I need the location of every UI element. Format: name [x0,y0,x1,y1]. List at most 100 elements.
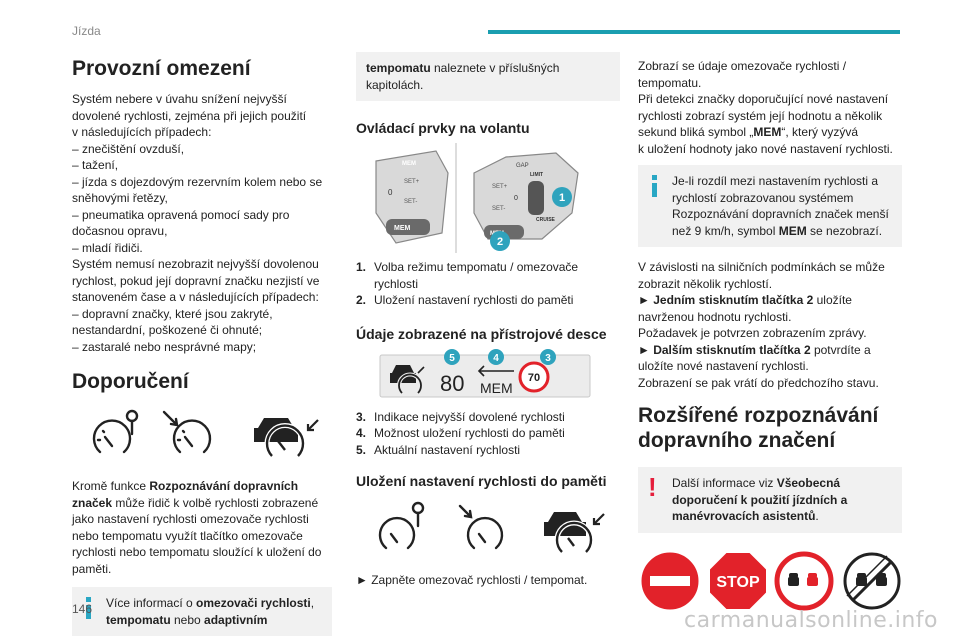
warning-icon: ! [648,472,657,502]
speedometer-arrow-icon [162,410,212,454]
svg-text:70: 70 [528,372,540,384]
list-item: 2.Uložení nastavení rychlosti do paměti [356,293,574,307]
limiter-stalk: MEM SET+ SET- 0 MEM [375,150,449,244]
watermark: carmanualsonline.info [684,608,938,633]
heading-store-speed: Uložení nastavení rychlosti do paměti [356,473,607,489]
step-1: ► Jedním stisknutím tlačítka 2 uložíte [638,293,852,307]
store-speed-icons [378,501,605,554]
text-line: v následujících případech: [72,125,212,139]
list-item: 4.Možnost uložení rychlosti do paměti [356,426,565,440]
text-line: sekund bliká symbol „MEM“, který vyzývá [638,125,859,139]
display-legend: 3.Indikace nejvyšší dovolené rychlosti 4… [356,409,620,459]
svg-text:3: 3 [545,353,551,364]
text-line: Zobrazí se údaje omezovače rychlosti / [638,59,847,73]
svg-text:4: 4 [493,353,499,364]
text-line: – znečištění ovzduší, [72,141,185,156]
controls-legend: 1.Volba režimu tempomatu / omezovače ryc… [356,259,620,309]
car-speedometer-icon [390,364,425,394]
no-overtaking-sign-icon [774,551,834,610]
text-line: rychlost, pokud její dopravní značku nez… [72,273,320,288]
text-line: tempomatu. [638,75,702,90]
stalk-label: MEM [394,225,411,232]
title-doporuceni: Doporučení [72,370,189,393]
text-line: – mladí řidiči. [72,240,143,255]
recommendation-icons [92,409,319,458]
text-line: rychlosti zobrazí systém její hodnotu a … [638,108,883,123]
text-line: Zobrazení se pak vrátí do předchozího st… [638,375,879,390]
text-line: – tažení, [72,158,119,172]
text-line: dočasnou opravu, [72,224,168,238]
instrument-display-figure: 80 MEM 70 5 4 3 [379,348,591,397]
callout-5: 5 [444,348,460,365]
heading-controls: Ovládací prvky na volantu [356,120,530,136]
stalk-label: LIMIT [530,172,543,178]
text-line: zobrazit několik rychlostí. [638,276,773,291]
svg-text:1: 1 [559,192,565,204]
traffic-signs-figure: STOP [640,550,901,611]
text-line: – jízda s dojezdovým rezervním kolem neb… [72,174,323,189]
text-line: V závislosti na silničních podmínkách se… [638,260,885,274]
callout-1: 1 [552,187,572,207]
svg-text:STOP: STOP [716,574,760,591]
display-text: Zobrazí se údaje omezovače rychlosti / t… [638,58,902,157]
speedometer-arrow-icon [458,504,504,550]
text-line: dovolené rychlosti, zejména při jejich p… [72,108,307,123]
section-header: Jízda [72,24,101,38]
steering-controls-figure: MEM SET+ SET- 0 MEM GAP LIMIT SET+ 0 SET… [375,143,579,253]
text-line: Požadavek je potvrzen zobrazením zprávy. [638,326,867,340]
step-2: ► Dalším stisknutím tlačítka 2 potvrdíte… [638,342,871,357]
warning-note: ! Další informace viz Všeobecná doporuče… [638,467,902,533]
stalk-label: SET+ [492,184,508,190]
text-line: sněhovými řetězy, [72,191,168,205]
column-2: tempomatu naleznete v příslušných kapito… [356,52,620,589]
text-line: Systém nebere v úvahu snížení nejvyšší [72,92,287,106]
stalk-label: SET- [404,199,417,205]
info-icon [82,597,96,619]
heading-display: Údaje zobrazené na přístrojové desce [356,325,607,342]
text-line: Systém nemusí nezobrazit nejvyšší dovole… [72,257,319,271]
stalk-label: MEM [402,161,416,167]
text-line: Při detekci značky doporučující nové nas… [638,92,889,106]
title-provozni-omezeni: Provozní omezení [72,57,251,80]
speedometer-pin-icon [92,409,139,454]
title-rozsirene-rozpoznavani: Rozšířené rozpoznávání dopravního značen… [638,404,879,452]
speed-limit-sign: 70 [518,361,550,392]
stop-sign-icon: STOP [708,550,768,611]
stalk-label: SET- [492,206,505,212]
stalk-label: 0 [388,188,393,197]
header-accent-bar [488,30,900,34]
svg-text:2: 2 [497,236,503,248]
end-no-overtaking-sign-icon [843,552,901,609]
current-speed-value: 80 [440,371,464,396]
list-item: 5.Aktuální nastavení rychlosti [356,442,521,457]
multiple-speeds-text: V závislosti na silničních podmínkách se… [638,259,902,391]
recommendation-text: Kromě funkce Rozpoznávání dopravních zna… [72,479,322,576]
column-3: Zobrazí se údaje omezovače rychlosti / t… [638,58,902,617]
text-line: nestandardní, poškozené či ohnuté; [72,323,263,337]
text-line: – zastaralé nebo nesprávné mapy; [72,339,257,354]
list-item: 3.Indikace nejvyšší dovolené rychlosti [356,409,565,424]
list-item: 1.Volba režimu tempomatu / omezovače ryc… [356,260,579,291]
text-line: k uložení hodnoty jako nové nastavení ry… [638,141,893,156]
text-line: – dopravní značky, které jsou zakryté, [72,306,273,321]
mem-symbol: MEM [480,380,513,396]
limitations-text: Systém nebere v úvahu snížení nejvyšší d… [72,91,332,355]
text-line: stanoveném čase a v následujících případ… [72,290,319,304]
speedometer-pin-icon [378,501,425,550]
page-number: 146 [72,602,93,616]
info-icon [648,175,662,197]
car-speedometer-icon [254,418,319,458]
text-line: uložíte nové nastavení rychlosti. [638,359,809,373]
callout-3: 3 [540,348,556,365]
info-note-continued: tempomatu naleznete v příslušných kapito… [356,52,620,101]
step-enable-limiter: ► Zapněte omezovač rychlosti / tempomat. [356,573,588,587]
no-entry-sign-icon [640,551,700,610]
svg-text:5: 5 [449,353,455,364]
info-note: Více informací o omezovači rychlosti, te… [72,587,332,636]
callout-4: 4 [488,348,504,365]
text-line: – pneumatika opravená pomocí sady pro [72,207,290,222]
car-speedometer-icon [544,512,605,554]
callout-2: 2 [490,231,510,251]
stalk-label: GAP [516,163,529,169]
column-1: Provozní omezení Systém nebere v úvahu s… [72,44,332,636]
